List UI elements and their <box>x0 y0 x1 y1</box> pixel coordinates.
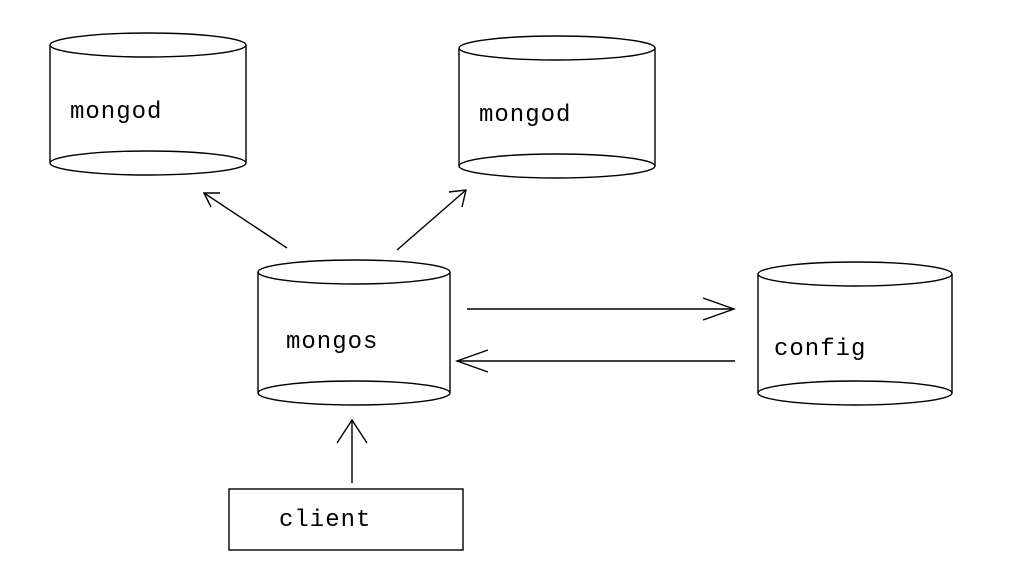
mongos-label: mongos <box>286 329 378 356</box>
client-label: client <box>279 507 371 534</box>
mongod-right-cylinder-icon <box>458 48 656 179</box>
arrowhead-icon <box>448 189 467 208</box>
config-node: config <box>757 261 953 406</box>
arrowhead-icon <box>702 297 737 321</box>
config-cylinder-icon <box>757 274 953 406</box>
arrowhead-icon <box>336 418 368 444</box>
arrowhead-icon <box>454 349 489 373</box>
mongod-right-node: mongod <box>458 35 656 179</box>
client-node: client <box>228 488 464 551</box>
mongos-node: mongos <box>257 259 451 406</box>
mongod-right-label: mongod <box>479 102 571 129</box>
mongod-left-label: mongod <box>70 99 162 126</box>
mongos-cylinder-icon <box>257 272 451 406</box>
client-box <box>228 488 464 551</box>
arrow-mongos-to-mongod-right <box>396 189 467 251</box>
arrow-client-to-mongos <box>336 418 368 483</box>
mongod-left-node: mongod <box>49 32 247 176</box>
mongod-left-cylinder-icon <box>49 45 247 176</box>
arrow-config-to-mongos <box>454 349 735 373</box>
arrow-mongos-to-mongod-left <box>202 192 288 249</box>
arrow-mongos-to-config <box>467 297 737 321</box>
arrowhead-icon <box>202 192 220 208</box>
config-label: config <box>774 336 866 363</box>
